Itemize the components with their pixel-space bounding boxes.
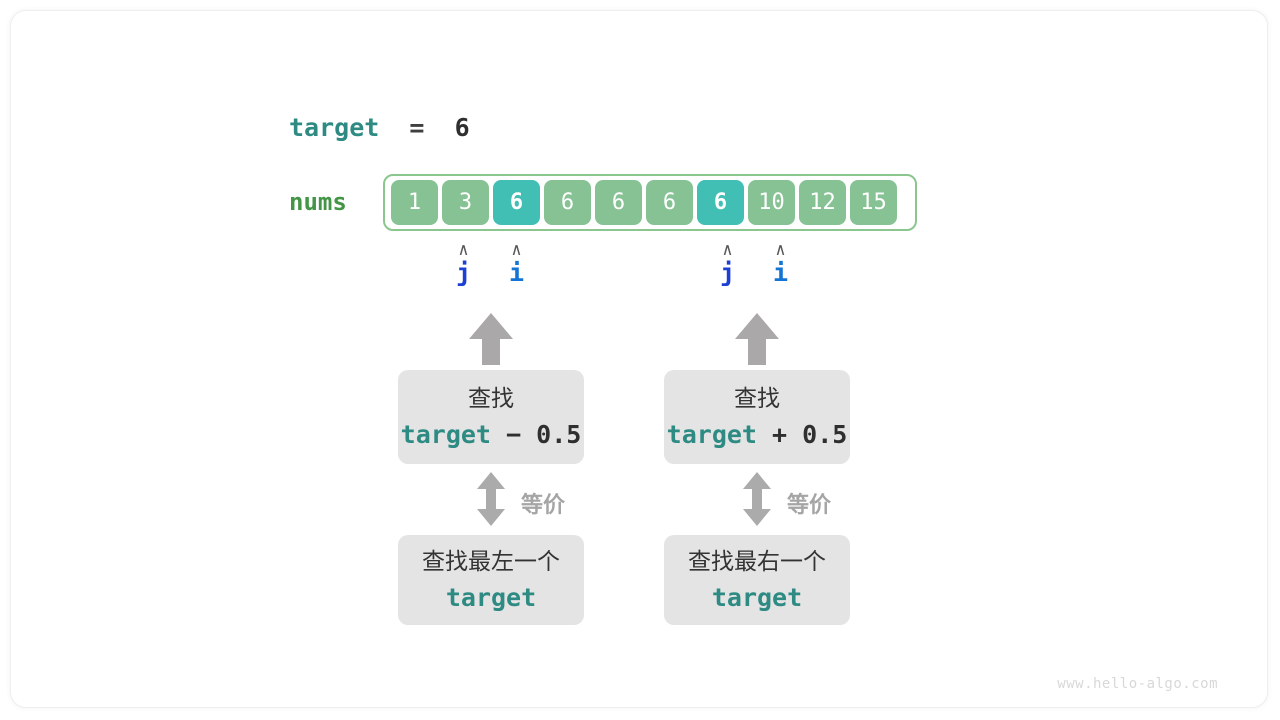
lower-box-right: 查找最右一个 target: [664, 535, 850, 625]
lower-box-left-line1: 查找最左一个: [422, 549, 560, 575]
target-equals-operator: =: [409, 112, 425, 142]
up-arrow-icon-right: [735, 313, 779, 365]
diagram-card: [10, 10, 1268, 708]
pointer-i-right-label: i: [772, 258, 789, 287]
pointer-i-left: ∧ i: [491, 242, 542, 288]
array-cell-4[interactable]: 6: [595, 180, 642, 225]
array-cell-3[interactable]: 6: [544, 180, 591, 225]
lower-box-left-term: target: [445, 583, 537, 612]
array-cell-5[interactable]: 6: [646, 180, 693, 225]
array-cell-8[interactable]: 12: [799, 180, 846, 225]
upper-box-right: 查找 target + 0.5: [664, 370, 850, 464]
watermark: www.hello-algo.com: [1057, 676, 1218, 692]
caret-icon: ∧: [775, 240, 786, 260]
array-cell-7[interactable]: 10: [748, 180, 795, 225]
lower-box-right-line1: 查找最右一个: [688, 549, 826, 575]
lower-box-right-term-wrap: target: [712, 582, 802, 614]
double-arrow-icon-left: [477, 472, 505, 526]
caret-icon: ∧: [511, 240, 522, 260]
upper-box-left-line1: 查找: [468, 386, 514, 412]
lower-box-right-term: target: [711, 583, 803, 612]
upper-box-left-term: target: [400, 420, 491, 449]
lower-box-left-term-wrap: target: [446, 582, 536, 614]
array-cell-6[interactable]: 6: [697, 180, 744, 225]
upper-box-left-operator: −: [506, 420, 522, 449]
equivalence-label-left: 等价: [521, 492, 566, 517]
array-cell-0[interactable]: 1: [391, 180, 438, 225]
array-cell-1[interactable]: 3: [442, 180, 489, 225]
upper-box-right-operator: +: [772, 420, 788, 449]
pointer-i-right: ∧ i: [755, 242, 806, 288]
pointer-j-right-label: j: [719, 258, 736, 287]
upper-box-left-operand: 0.5: [536, 420, 582, 449]
caret-icon: ∧: [722, 240, 733, 260]
upper-box-right-term: target: [666, 420, 757, 449]
array-name-label: nums: [289, 188, 347, 216]
target-expression: target = 6: [289, 110, 470, 144]
up-arrow-icon-left: [469, 313, 513, 365]
array-cell-9[interactable]: 15: [850, 180, 897, 225]
caret-icon: ∧: [458, 240, 469, 260]
lower-box-left: 查找最左一个 target: [398, 535, 584, 625]
pointer-i-left-label: i: [508, 258, 525, 287]
upper-box-right-line1: 查找: [734, 386, 780, 412]
pointer-j-right: ∧ j: [702, 242, 753, 288]
double-arrow-icon-right: [743, 472, 771, 526]
array-container: 1 3 6 6 6 6 6 10 12 15: [383, 174, 917, 231]
upper-box-right-expression: target + 0.5: [667, 419, 848, 451]
equivalence-label-right: 等价: [787, 492, 832, 517]
pointer-j-left: ∧ j: [438, 242, 489, 288]
pointer-j-left-label: j: [455, 258, 472, 287]
upper-box-left-expression: target − 0.5: [401, 419, 582, 451]
upper-box-right-operand: 0.5: [802, 420, 848, 449]
target-value: 6: [454, 112, 470, 142]
target-variable-label: target: [289, 112, 380, 142]
array-cell-2[interactable]: 6: [493, 180, 540, 225]
upper-box-left: 查找 target − 0.5: [398, 370, 584, 464]
